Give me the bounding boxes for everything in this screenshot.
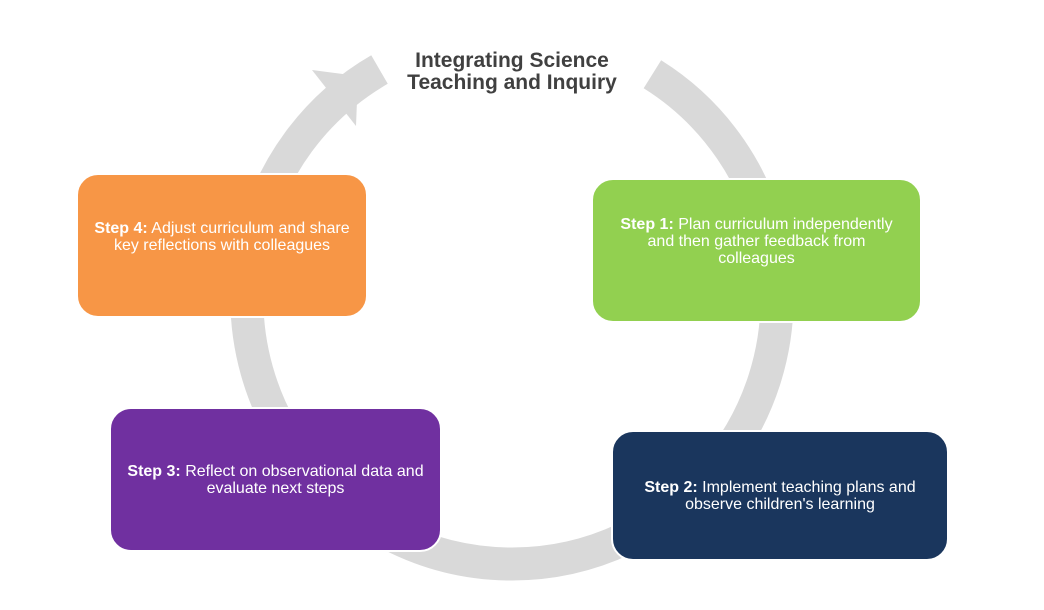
step-2-text: Implement teaching plans and observe chi… xyxy=(685,478,916,513)
step-4-box: Step 4: Adjust curriculum and share key … xyxy=(76,173,368,318)
step-4-text: Adjust curriculum and share key reflecti… xyxy=(113,219,350,254)
step-2-label: Step 2: xyxy=(644,478,698,496)
step-1-text: Plan curriculum independently and then g… xyxy=(647,216,893,267)
step-1-label: Step 1: xyxy=(620,216,674,233)
title-line-2: Teaching and Inquiry xyxy=(407,71,617,94)
diagram-title: Integrating Science Teaching and Inquiry xyxy=(372,50,652,94)
step-4-label: Step 4: xyxy=(94,219,148,237)
step-2-box: Step 2: Implement teaching plans and obs… xyxy=(611,430,949,561)
title-line-1: Integrating Science xyxy=(415,49,609,72)
arrow-head-icon xyxy=(312,70,358,126)
step-3-text: Reflect on observational data and evalua… xyxy=(185,462,424,497)
step-3-label: Step 3: xyxy=(127,462,181,480)
step-1-box: Step 1: Plan curriculum independently an… xyxy=(591,178,922,323)
step-3-box: Step 3: Reflect on observational data an… xyxy=(109,407,442,552)
